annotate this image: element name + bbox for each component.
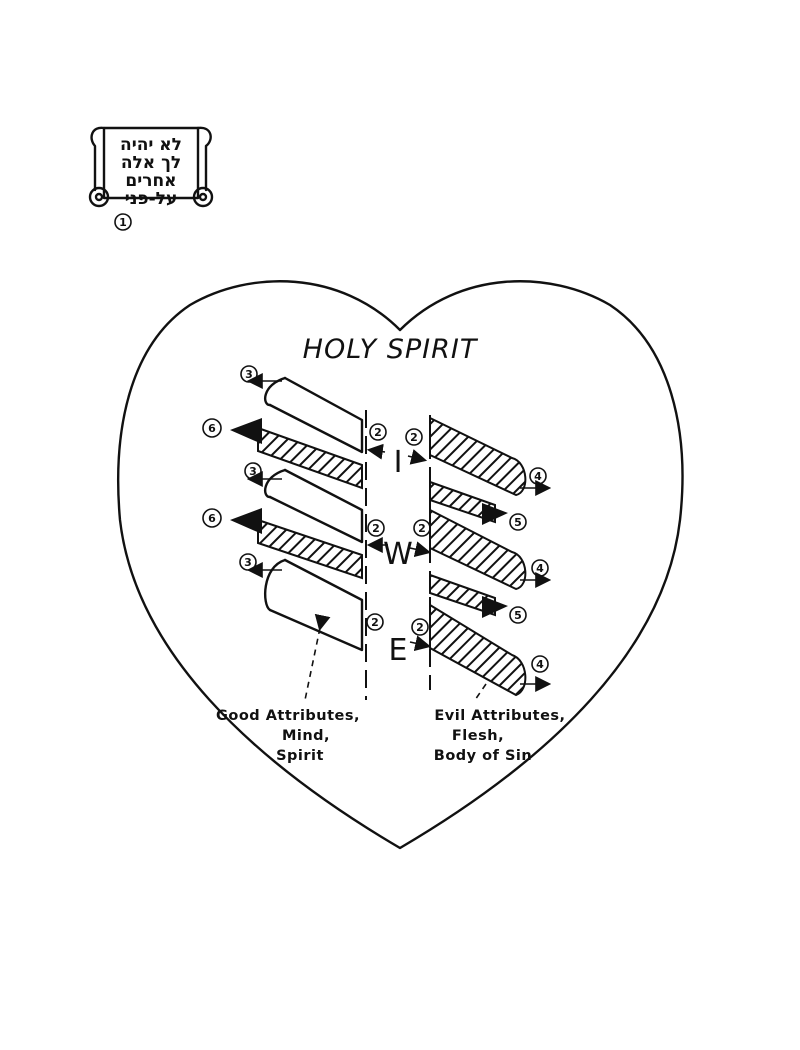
badge-5-bottom-label: 5 <box>514 609 522 622</box>
badge-6-bottom-label: 6 <box>208 512 216 525</box>
scroll-line-2: לך אלה <box>121 153 181 173</box>
good-caption: Good Attributes, Mind, Spirit <box>216 708 360 764</box>
badge-2-e: 2 <box>371 616 379 629</box>
heart-title: HOLY SPIRIT <box>303 334 479 365</box>
badge-4-mid-label: 4 <box>536 562 544 575</box>
badge-6-top-label: 6 <box>208 422 216 435</box>
badge-5-top-label: 5 <box>514 516 522 529</box>
badge-2-a: 2 <box>374 426 382 439</box>
good-caption-line-3: Spirit <box>276 748 324 764</box>
center-letter-i: I <box>394 445 403 480</box>
evil-caption-line-3: Body of Sin <box>434 748 532 764</box>
right-arrows: 4 4 4 <box>520 467 552 692</box>
good-caption-line-2: Mind, <box>282 728 330 744</box>
badge-4-top-label: 4 <box>534 470 542 483</box>
badge-2-f: 2 <box>416 621 424 634</box>
scroll-line-4: על-פני <box>125 189 178 209</box>
scroll-line-1: לא יהיה <box>120 135 182 155</box>
badge-3-mid-label: 3 <box>249 465 257 478</box>
badge-2-b: 2 <box>410 431 418 444</box>
evil-caption-line-2: Flesh, <box>452 728 504 744</box>
good-caption-line-1: Good Attributes, <box>216 708 360 724</box>
torah-scroll: לא יהיה לך אלה אחרים על-פני 1 <box>88 126 214 231</box>
right-trumpet-bottom: 5 <box>482 596 527 624</box>
trumpet-bottom: 6 <box>202 508 262 534</box>
heart-outline <box>117 280 684 850</box>
badge-2-d: 2 <box>418 522 426 535</box>
evil-attributes-ribbons <box>429 416 527 697</box>
center-badges: 2 2 2 2 2 2 <box>366 423 432 652</box>
scroll-number: 1 <box>119 216 127 229</box>
badge-3-bottom-label: 3 <box>244 556 252 569</box>
evil-caption: Evil Attributes, Flesh, Body of Sin <box>434 708 565 764</box>
scroll-number-badge: 1 <box>114 213 132 231</box>
badge-3-bottom: 3 <box>239 553 257 571</box>
scroll-line-3: אחרים <box>125 171 176 191</box>
badge-3-top: 3 <box>240 365 258 383</box>
trumpet-top: 6 <box>202 418 262 444</box>
right-trumpet-top: 5 <box>482 503 527 531</box>
center-letter-w: W <box>383 537 413 572</box>
badge-4-bottom-label: 4 <box>536 658 544 671</box>
good-attributes-ribbons <box>257 376 364 652</box>
center-letter-e: E <box>389 633 408 668</box>
badge-2-c: 2 <box>372 522 380 535</box>
evil-caption-line-1: Evil Attributes, <box>434 708 565 724</box>
good-pointer <box>304 613 331 701</box>
badge-3-mid: 3 <box>244 462 262 480</box>
badge-3-top-label: 3 <box>245 368 253 381</box>
evil-pointer <box>474 683 487 701</box>
